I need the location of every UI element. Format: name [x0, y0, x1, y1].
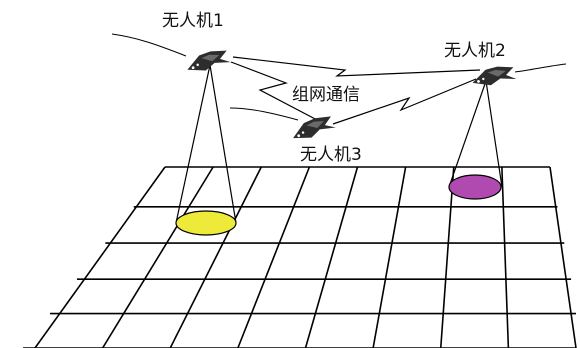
network-links — [230, 56, 481, 125]
wake-line-drone2 — [514, 63, 567, 73]
link-drone1-drone3 — [230, 61, 320, 122]
label-drone2: 无人机2 — [444, 41, 506, 61]
label-drone3: 无人机3 — [300, 145, 362, 165]
wake-line-drone1 — [111, 33, 187, 57]
wake-line-drone3 — [229, 107, 299, 121]
grid-column-line — [549, 166, 577, 348]
grid-column-line — [237, 166, 311, 348]
ground-grid — [23, 166, 577, 348]
label-network-communication: 组网通信 — [292, 85, 360, 105]
grid-column-line — [439, 166, 455, 348]
uav-aircraft-icon — [187, 50, 231, 71]
drone1 — [187, 50, 231, 71]
footprint-drone2 — [448, 174, 502, 200]
grid-column-line — [304, 166, 359, 348]
grid-column-line — [372, 166, 407, 348]
uav-aircraft-icon — [293, 116, 336, 139]
grid-column-line — [101, 166, 214, 348]
sensor-cone-drone1 — [175, 64, 237, 224]
footprint-drone1 — [175, 210, 237, 236]
label-drone1: 无人机1 — [162, 11, 224, 31]
grid-column-line — [34, 166, 166, 348]
grid-column-line — [501, 166, 510, 348]
link-drone3-drone2 — [332, 78, 477, 125]
uav-aircraft-icon — [472, 66, 517, 86]
link-drone1-drone2 — [232, 56, 481, 77]
drone2 — [472, 66, 517, 86]
grid-column-line — [169, 166, 262, 348]
sensor-cone-drone2 — [448, 80, 503, 188]
drone3 — [293, 116, 336, 139]
